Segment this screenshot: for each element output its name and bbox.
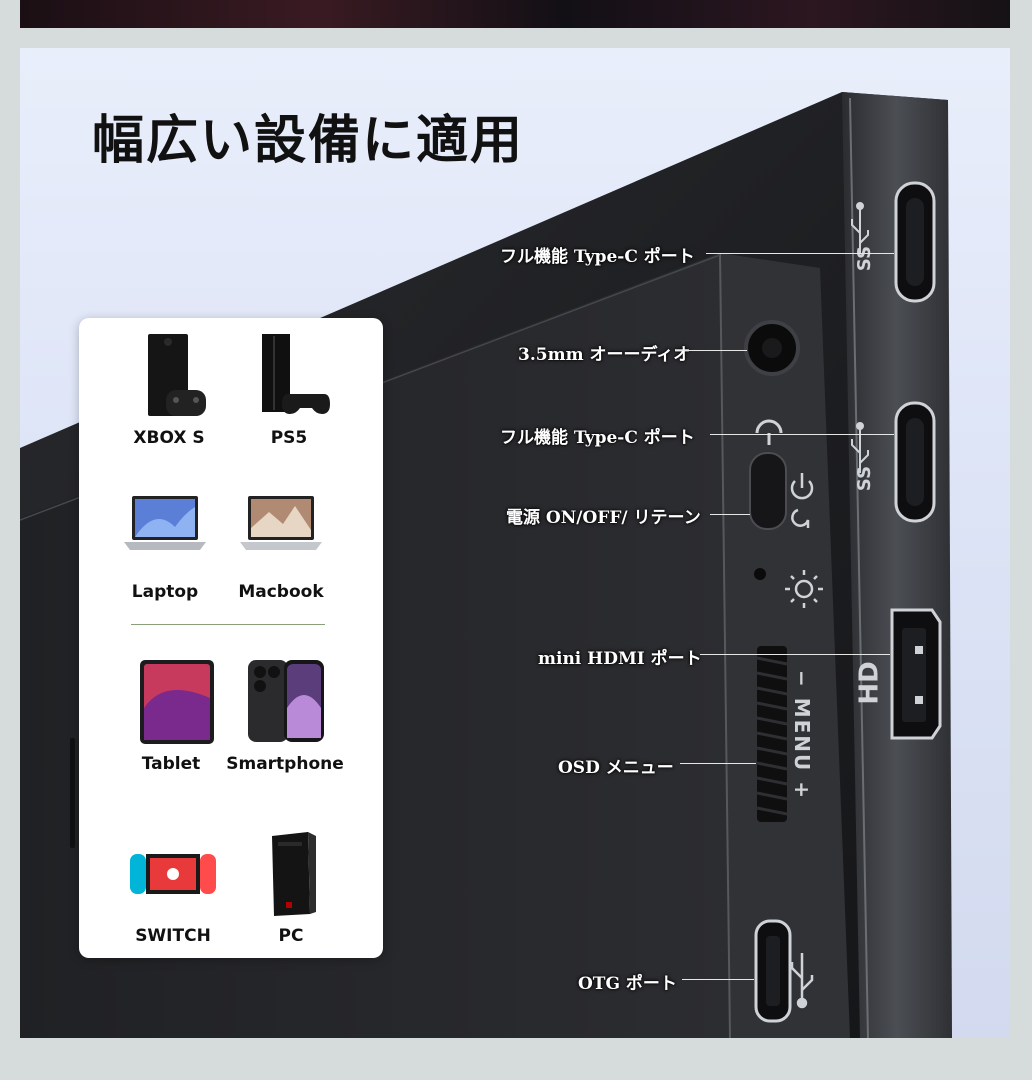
- device-item-xbox: XBOX S: [99, 332, 239, 448]
- leader-line: [710, 514, 750, 515]
- switch-console-icon: [128, 830, 218, 920]
- device-item-laptop: Laptop: [95, 486, 235, 602]
- port-label-type-c-top: フル機能 Type-C ポート: [500, 247, 695, 267]
- leader-line: [706, 253, 894, 254]
- monitor-front-edge: [720, 253, 850, 1038]
- port-label-audio: 3.5mm オーーディオ: [518, 345, 691, 365]
- ps5-console-icon: [244, 332, 334, 422]
- device-item-tablet: Tablet: [101, 658, 241, 774]
- card-divider: [131, 624, 325, 625]
- ss-mark-top: SS: [854, 245, 876, 272]
- device-item-ps5: PS5: [219, 332, 359, 448]
- leader-line: [682, 979, 754, 980]
- device-label: PS5: [270, 428, 308, 448]
- tablet-icon: [126, 658, 216, 748]
- menu-mark: − MENU +: [790, 670, 814, 800]
- device-label: Laptop: [131, 582, 199, 602]
- leader-line: [675, 350, 747, 351]
- device-label: Smartphone: [226, 754, 344, 774]
- device-label: Macbook: [238, 582, 324, 602]
- feature-panel: SS SS HD − MENU + フル機能 Type-C ポート 3.5mm …: [20, 48, 1010, 1038]
- port-label-mini-hdmi: mini HDMI ポート: [538, 649, 702, 669]
- compatible-devices-card: XBOX S PS5 Laptop: [79, 318, 383, 958]
- device-label: PC: [278, 926, 304, 946]
- usb-symbol-otg: [790, 953, 814, 1009]
- pc-tower-icon: [246, 830, 336, 920]
- device-item-switch: SWITCH: [103, 830, 243, 946]
- device-label: SWITCH: [135, 926, 211, 946]
- ss-mark-middle: SS: [854, 465, 876, 492]
- leader-line: [700, 654, 890, 655]
- leader-line: [710, 434, 894, 435]
- usb-symbol-middle: [851, 422, 869, 473]
- device-item-macbook: Macbook: [211, 486, 351, 602]
- top-banner-strip: [20, 0, 1010, 28]
- port-label-power: 電源 ON/OFF/ リテーン: [506, 508, 701, 528]
- device-label: Tablet: [141, 754, 201, 774]
- port-label-otg: OTG ポート: [578, 974, 677, 994]
- device-item-pc: PC: [221, 830, 361, 946]
- device-item-smartphone: Smartphone: [215, 658, 355, 774]
- macbook-icon: [236, 486, 326, 576]
- usb-symbol-top: [851, 202, 869, 253]
- device-label: XBOX S: [133, 428, 205, 448]
- port-label-osd-menu: OSD メニュー: [558, 758, 674, 778]
- port-label-type-c-middle: フル機能 Type-C ポート: [500, 428, 695, 448]
- monitor-side-edge: [842, 92, 952, 1038]
- smartphone-icon: [240, 658, 330, 748]
- page-title: 幅広い設備に適用: [92, 111, 525, 171]
- laptop-icon: [120, 486, 210, 576]
- xbox-console-icon: [124, 332, 214, 422]
- hd-mark: HD: [854, 661, 885, 705]
- leader-line: [680, 763, 756, 764]
- power-button: [749, 452, 787, 530]
